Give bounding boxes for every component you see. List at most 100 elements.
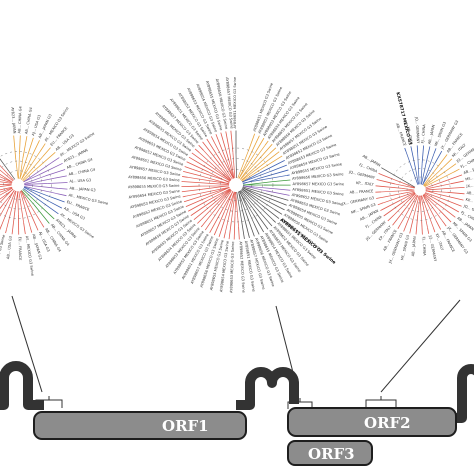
tree-internal-branch: [224, 191, 235, 219]
tree-internal-branch: [0, 186, 13, 191]
tree-branch: [33, 151, 56, 172]
tree-internal-branch: [18, 191, 25, 223]
tree-internal-branch: [24, 175, 46, 184]
tree-internal-branch: [0, 164, 14, 181]
tree-tip-label: AB... CHINA G4: [24, 106, 33, 134]
tree-branch: [427, 227, 430, 234]
tree-internal-branch: [383, 191, 415, 204]
tree-tip-label: AB... CHINA G4: [68, 167, 96, 176]
tree-internal-branch: [200, 159, 231, 181]
tree-branch: [375, 185, 402, 189]
tree-internal-branch: [380, 189, 415, 193]
orf1-bracket: [35, 396, 63, 408]
tree-internal-branch: [240, 158, 260, 180]
tree-branch: [39, 143, 46, 152]
tree-arc: [209, 158, 263, 212]
tree-internal-branch: [422, 194, 443, 221]
tree-branch: [446, 210, 456, 218]
tree-branch: [425, 146, 431, 165]
tree-branch: [215, 134, 227, 161]
tree-tip-label: AY898657 MEXICO G3 Swine: [225, 77, 234, 129]
tree-branch: [32, 198, 55, 220]
hev-genome: ORF1 ORF2 ORF3: [0, 361, 474, 466]
tree-internal-branch: [412, 195, 420, 220]
tree-branch: [186, 161, 209, 173]
tree-branch: [269, 147, 277, 154]
tree-tip-label: AY898651 MEXICO G3 Swine: [292, 187, 344, 196]
tree-tip-label: AY898655 MEXICO G3 Swine: [128, 184, 180, 190]
tree-arc: [3, 170, 33, 200]
tree-internal-branch: [242, 171, 271, 183]
tree-branch: [209, 207, 224, 233]
tree-internal-branch: [200, 175, 230, 185]
tree-internal-branch: [23, 186, 50, 202]
tree-internal-branch: [422, 162, 436, 186]
tree-arc: [198, 147, 274, 223]
tree-branch: [50, 196, 65, 203]
tree-branch: [444, 174, 463, 182]
tree-tip-label: MF... SPAIN G3: [400, 235, 410, 261]
tree-branch: [380, 200, 401, 211]
tree-tip-label: JQ... GERMANY: [414, 116, 420, 144]
tree-branch: [249, 133, 256, 149]
tree-branch: [206, 138, 225, 167]
tree-branch: [435, 220, 442, 230]
tree-internal-branch: [234, 192, 237, 218]
tree-tip-label: AB... JAPAN: [463, 165, 474, 176]
tree-branch: [185, 198, 205, 207]
tree-tip-label: AY898652 MEXICO G3 Swine: [238, 241, 245, 293]
tree-branch: [213, 211, 225, 236]
tree-tip-label: AB... JAPAN: [411, 236, 417, 257]
tree-tip-label: JQ... GERMANY: [348, 170, 376, 181]
tree-internal-branch: [239, 190, 254, 209]
tree-tip-label: AY898656 MEXICO G3 Swine: [292, 172, 344, 181]
tree-internal-branch: [201, 189, 231, 220]
tree-branch: [376, 193, 401, 199]
tree-branch: [403, 215, 411, 232]
tree-branch: [438, 193, 464, 201]
tree-branch: [197, 218, 202, 224]
orf3-label: ORF3: [308, 445, 355, 463]
orf2-box: ORF2: [287, 407, 457, 437]
orf3-box: ORF3: [287, 440, 373, 466]
tree-branch: [437, 154, 448, 167]
tree-branch: [260, 155, 283, 170]
tree-branch: [33, 203, 50, 224]
tree-internal-branch: [423, 166, 439, 186]
tree-branch: [42, 147, 51, 157]
tree-branch: [270, 164, 287, 172]
tree-tip-label: FJ... CHINA: [359, 163, 379, 174]
tree-branch: [434, 150, 443, 164]
tree-internal-branch: [237, 147, 250, 179]
tree-branch: [259, 160, 285, 174]
tree-internal-branch: [0, 169, 14, 182]
tree-internal-branch: [424, 193, 448, 212]
tree-internal-branch: [242, 185, 267, 192]
tree-internal-branch: [216, 188, 231, 199]
tree-internal-branch: [419, 195, 422, 220]
tree-internal-branch: [0, 187, 13, 193]
tree-internal-branch: [185, 187, 230, 197]
tree-branch: [264, 199, 285, 211]
tree-internal-branch: [238, 158, 249, 179]
tree-internal-branch: [17, 191, 19, 215]
tree-internal-branch: [422, 153, 435, 186]
tree-branch: [410, 146, 417, 170]
tree-arc: [0, 151, 52, 219]
tree-internal-branch: [399, 194, 418, 226]
genome-backbone-right: [452, 364, 474, 423]
tree-tip-label: EU... FRANCE: [18, 237, 22, 262]
tree-branch: [245, 212, 255, 237]
tree-branch: [397, 224, 401, 229]
tree-branch: [453, 168, 460, 173]
tree-internal-branch: [208, 171, 230, 184]
tree-internal-branch: [404, 192, 416, 202]
tree-internal-branch: [19, 158, 24, 179]
tree-tip-label: JX... GERMANY G3: [465, 182, 474, 188]
tree-internal-branch: [405, 151, 419, 185]
tree-internal-branch: [242, 172, 261, 183]
tree-branch: [421, 219, 423, 235]
tree-internal-branch: [206, 188, 231, 202]
tree-internal-branch: [421, 164, 427, 185]
tree-branch: [0, 224, 3, 231]
